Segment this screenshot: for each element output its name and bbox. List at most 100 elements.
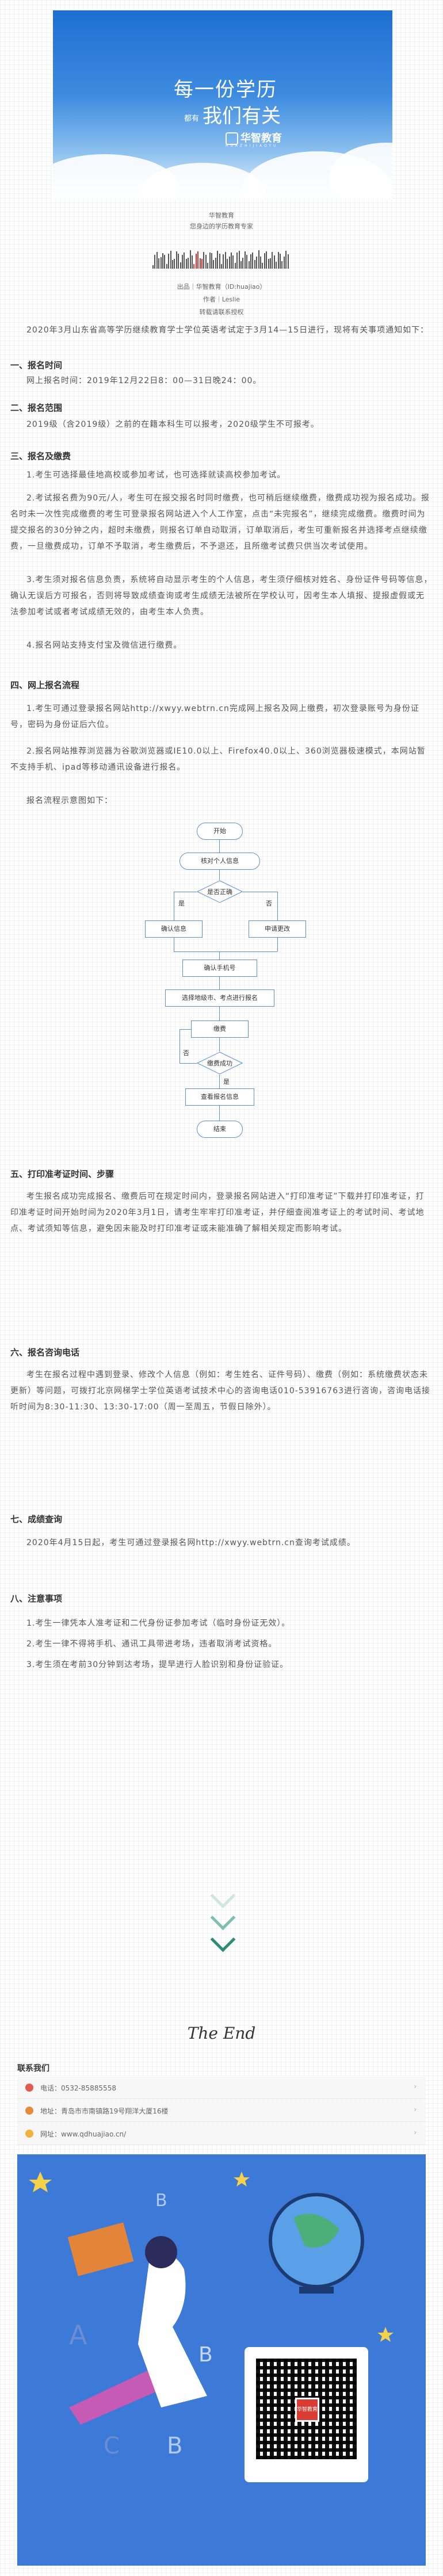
flow-view-info: 查看报名信息 [185, 1088, 254, 1106]
waveform-bar [240, 261, 242, 269]
waveform-bar [270, 258, 271, 269]
waveform-bar [189, 250, 191, 269]
svg-text:A: A [69, 2319, 87, 2350]
section-2-title: 二、报名范围 [10, 403, 63, 413]
waveform-bar [227, 259, 228, 269]
lead-paragraph: 2020年3月山东省高等学历继续教育学士学位英语考试定于3月14—15日进行，现… [26, 326, 429, 335]
waveform-bar [246, 254, 248, 269]
audio-waveform[interactable] [152, 249, 291, 272]
waveform-bar [254, 260, 255, 269]
source-reprint: 转载请联系授权 [199, 308, 244, 316]
waveform-bar [174, 258, 175, 269]
section-7-p1: 2020年4月15日起，考生可通过登录报名网http://xwyy.webtrn… [26, 1538, 356, 1547]
waveform-bar [242, 258, 244, 269]
waveform-bar [287, 254, 289, 269]
waveform-bar [188, 257, 189, 269]
promo-poster: A B B B C 华智教育 [17, 2154, 426, 2566]
waveform-bar [223, 254, 224, 269]
section-1-text: 网上报名时间：2019年12月22日8：00—31日晚24：00。 [26, 376, 262, 385]
flow-pay: 缴费 [191, 1021, 249, 1038]
intro-brand: 华智教育 [209, 212, 234, 219]
flow-end: 结束 [197, 1121, 243, 1138]
waveform-bar [182, 255, 183, 269]
waveform-bar [207, 262, 209, 269]
waveform-bar [192, 255, 193, 269]
qr-code-card[interactable]: 华智教育 [245, 2347, 368, 2482]
waveform-bar [164, 255, 166, 269]
waveform-bar [160, 257, 162, 269]
banner-logo-text: 华智教育 [240, 132, 282, 144]
section-5-title: 五、打印准考证时间、步骤 [10, 1169, 114, 1179]
section-6-title: 六、报名咨询电话 [10, 1347, 80, 1358]
contact-phone-label: 电话： [40, 2084, 62, 2092]
contact-website-row[interactable]: 网址：www.qdhuajiao.cn/ › [17, 2123, 426, 2145]
header-banner: 每一份学历 都有我们有关 华智教育 HUAZHIJIAOYU [53, 10, 392, 199]
section-3-p2: 2.考试报名费为90元/人，考生可在报交报名时同时缴费，也可稍后继续缴费，缴费成… [10, 494, 430, 551]
waveform-bar [219, 253, 220, 269]
waveform-bar [256, 257, 258, 269]
waveform-bar [197, 251, 199, 269]
waveform-bar [273, 255, 275, 269]
chevron-right-icon: › [414, 2128, 417, 2137]
waveform-bar [232, 255, 234, 269]
contact-address-row[interactable]: 地址：青岛市市南镇路19号翔洋大厦16楼 › [17, 2100, 426, 2122]
section-7-title: 七、成绩查询 [10, 1514, 63, 1524]
waveform-bar [228, 256, 230, 269]
waveform-bar [217, 251, 219, 269]
waveform-bar [178, 254, 180, 269]
waveform-bar [184, 252, 185, 269]
waveform-bar [231, 253, 232, 269]
svg-text:B: B [155, 2191, 167, 2211]
section-4-p1: 1.考生可通过登录报名网站http://xwyy.webtrn.cn完成网上报名… [10, 704, 419, 729]
waveform-bar [199, 258, 201, 269]
section-3-p3: 3.考生须对报名信息负责，系统将自动显示考生的个人信息，考生须仔细核对姓名、身份… [10, 575, 433, 617]
waveform-bar [238, 251, 240, 269]
section-4-title: 四、网上报名流程 [10, 680, 80, 690]
section-8-title: 八、注意事项 [10, 1593, 63, 1604]
contact-address-label: 地址： [40, 2107, 62, 2115]
contact-phone-row[interactable]: 电话：0532-85885558 › [17, 2077, 426, 2099]
waveform-bar [224, 252, 226, 269]
waveform-bar [170, 250, 171, 269]
waveform-bar [156, 251, 158, 269]
waveform-bar [236, 253, 238, 269]
section-4-p3: 报名流程示意图如下： [26, 796, 113, 805]
chevron-down-icon-3 [210, 1927, 236, 1952]
waveform-bar [262, 263, 263, 269]
flow-check-info: 核对个人信息 [180, 853, 260, 870]
qr-brand-logo: 华智教育 [295, 2398, 319, 2422]
banner-subtitle-text: 我们有关 [203, 105, 281, 128]
waveform-bar [166, 263, 167, 269]
waveform-bar [280, 253, 281, 269]
waveform-bar [154, 254, 156, 269]
contact-website-label: 网址： [40, 2130, 62, 2138]
svg-text:B: B [167, 2433, 182, 2459]
waveform-bar [185, 259, 187, 269]
waveform-bar [172, 259, 173, 269]
waveform-bar [213, 259, 215, 269]
waveform-bar [152, 265, 154, 269]
waveform-bar [258, 250, 259, 269]
banner-title: 每一份学历 [174, 78, 277, 101]
waveform-bar [201, 259, 203, 269]
chevron-right-icon: › [414, 2082, 417, 2090]
banner-subtitle-small: 都有 [184, 114, 200, 123]
contact-phone-value: 0532-85885558 [61, 2084, 116, 2092]
waveform-bar [211, 253, 212, 269]
waveform-bar [158, 258, 160, 269]
waveform-bar [248, 261, 250, 269]
waveform-bar [266, 251, 268, 269]
poster-illustration: A B B B C [29, 2172, 394, 2459]
section-3-p4: 4.报名网站支持支付宝及微信进行缴费。 [26, 641, 182, 650]
flow-decision-diamond [197, 880, 243, 903]
flow-is-correct: 是否正确 [207, 888, 232, 896]
section-8-p2: 2.考生一律不得将手机、通讯工具带进考场，违者取消考试资格。 [26, 1639, 277, 1649]
section-8-p3: 3.考生须在考前30分钟到达考场，提早进行人脸识别和身份证验证。 [26, 1660, 289, 1669]
section-2-text: 2019级（含2019级）之前的在籍本科生可以报考，2020级学生不可报考。 [26, 420, 319, 429]
waveform-bar [205, 254, 207, 269]
globe-icon [25, 2130, 33, 2138]
waveform-bar [283, 257, 285, 269]
waveform-bar [250, 254, 251, 269]
flow-confirm-phone: 确认手机号 [182, 960, 257, 977]
phone-icon [25, 2084, 33, 2092]
